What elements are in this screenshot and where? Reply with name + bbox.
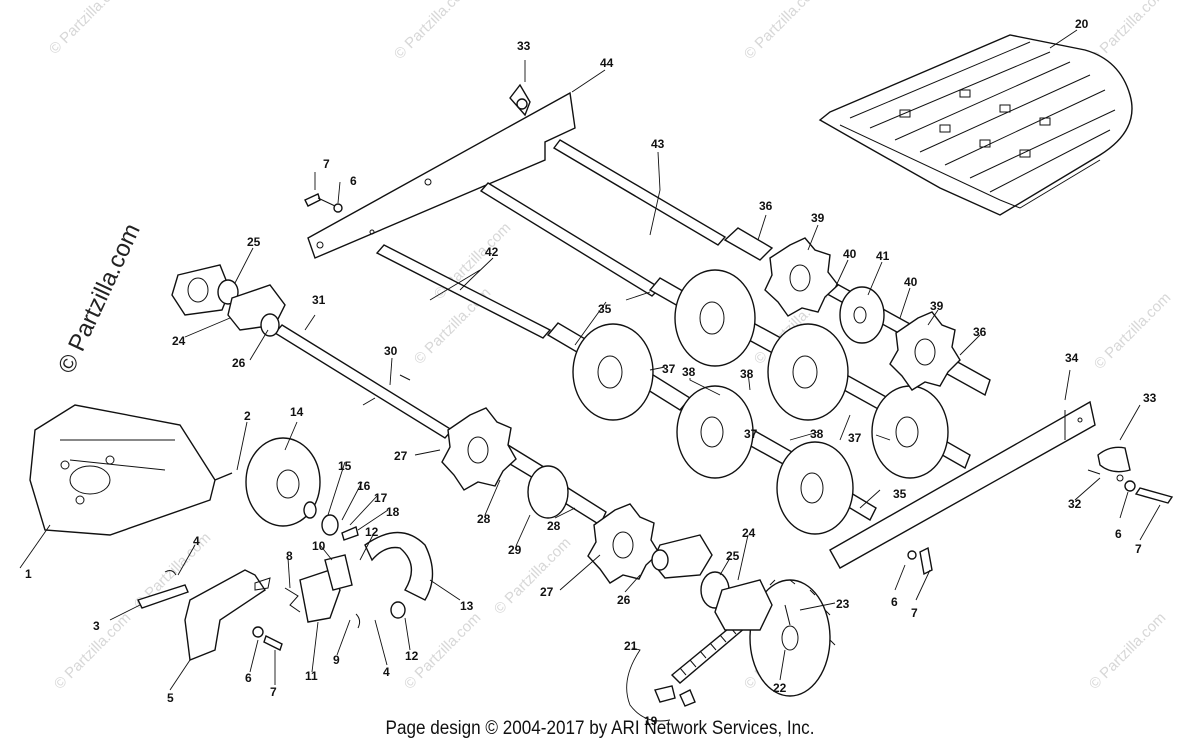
- callout-35: 35: [893, 487, 907, 501]
- part-bearing-flanges: [171, 264, 773, 631]
- callout-7: 7: [911, 606, 918, 620]
- callout-42: 42: [485, 245, 499, 259]
- part-hardware: [164, 193, 1174, 651]
- page-footer: Page design © 2004-2017 by ARI Network S…: [385, 718, 815, 739]
- callout-38: 38: [740, 367, 754, 381]
- callout-30: 30: [384, 344, 398, 358]
- watermark-tile: © Partzilla.com: [1091, 289, 1174, 372]
- callout-24: 24: [742, 526, 756, 540]
- callout-37: 37: [848, 431, 862, 445]
- part-left-rail: [307, 83, 576, 259]
- callout-44: 44: [600, 56, 614, 70]
- part-shafts: [273, 139, 727, 439]
- callout-28: 28: [547, 519, 561, 533]
- callout-6: 6: [350, 174, 357, 188]
- callout-labels: 1 2 3 4 4 5 6 6 6 6 7 7 7 7 8 9 10 11 12…: [25, 17, 1157, 728]
- callout-34: 34: [1065, 351, 1079, 365]
- callout-6: 6: [245, 671, 252, 685]
- callout-25: 25: [247, 235, 261, 249]
- watermark-tile: © Partzilla.com: [491, 534, 574, 617]
- callout-33: 33: [1143, 391, 1157, 405]
- callout-39: 39: [930, 299, 944, 313]
- callout-40: 40: [904, 275, 918, 289]
- watermark-tile: © Partzilla.com: [741, 0, 824, 63]
- watermark-tile: © Partzilla.com: [1086, 609, 1169, 692]
- callout-16: 16: [357, 479, 371, 493]
- callout-29: 29: [508, 543, 522, 557]
- callout-36: 36: [973, 325, 987, 339]
- callout-21: 21: [624, 639, 638, 653]
- callout-27: 27: [394, 449, 408, 463]
- part-drive-sprockets: [441, 237, 961, 697]
- callout-24: 24: [172, 334, 186, 348]
- callout-38: 38: [810, 427, 824, 441]
- callout-13: 13: [460, 599, 474, 613]
- watermark-tile: © Partzilla.com: [391, 0, 474, 63]
- callout-8: 8: [286, 549, 293, 563]
- part-idler-wheels: [245, 269, 949, 535]
- callout-19: 19: [644, 714, 658, 728]
- callout-2: 2: [244, 409, 251, 423]
- callout-12: 12: [365, 525, 379, 539]
- callout-43: 43: [651, 137, 665, 151]
- part-brake-assembly: [137, 531, 434, 661]
- callout-7: 7: [270, 685, 277, 699]
- callout-7: 7: [323, 157, 330, 171]
- callout-18: 18: [386, 505, 400, 519]
- partzilla-logo-watermark: © Partzilla.com: [53, 220, 146, 378]
- callout-1: 1: [25, 567, 32, 581]
- callout-31: 31: [312, 293, 326, 307]
- callout-4: 4: [193, 534, 200, 548]
- callout-39: 39: [811, 211, 825, 225]
- callout-3: 3: [93, 619, 100, 633]
- part-track: [818, 34, 1133, 216]
- callout-27: 27: [540, 585, 554, 599]
- callout-23: 23: [836, 597, 850, 611]
- callout-6: 6: [1115, 527, 1122, 541]
- part-chaincase: [29, 404, 216, 536]
- callout-25: 25: [726, 549, 740, 563]
- callout-26: 26: [617, 593, 631, 607]
- callout-38: 38: [682, 365, 696, 379]
- callout-10: 10: [312, 539, 326, 553]
- callout-37: 37: [744, 427, 758, 441]
- callout-36: 36: [759, 199, 773, 213]
- callout-28: 28: [477, 512, 491, 526]
- callout-6: 6: [891, 595, 898, 609]
- callout-41: 41: [876, 249, 890, 263]
- callout-9: 9: [333, 653, 340, 667]
- callout-17: 17: [374, 491, 388, 505]
- callout-22: 22: [773, 681, 787, 695]
- callout-32: 32: [1068, 497, 1082, 511]
- callout-15: 15: [338, 459, 352, 473]
- callout-35: 35: [598, 302, 612, 316]
- callout-37: 37: [662, 362, 676, 376]
- callout-12: 12: [405, 649, 419, 663]
- watermark-tile: © Partzilla.com: [46, 0, 129, 58]
- callout-5: 5: [167, 691, 174, 705]
- leader-lines: [19, 29, 1161, 722]
- part-right-rail: [829, 400, 1096, 569]
- callout-40: 40: [843, 247, 857, 261]
- callout-11: 11: [305, 669, 318, 683]
- callout-20: 20: [1075, 17, 1089, 31]
- callout-26: 26: [232, 356, 246, 370]
- callout-7: 7: [1135, 542, 1142, 556]
- callout-14: 14: [290, 405, 304, 419]
- callout-4: 4: [383, 665, 390, 679]
- callout-33: 33: [517, 39, 531, 53]
